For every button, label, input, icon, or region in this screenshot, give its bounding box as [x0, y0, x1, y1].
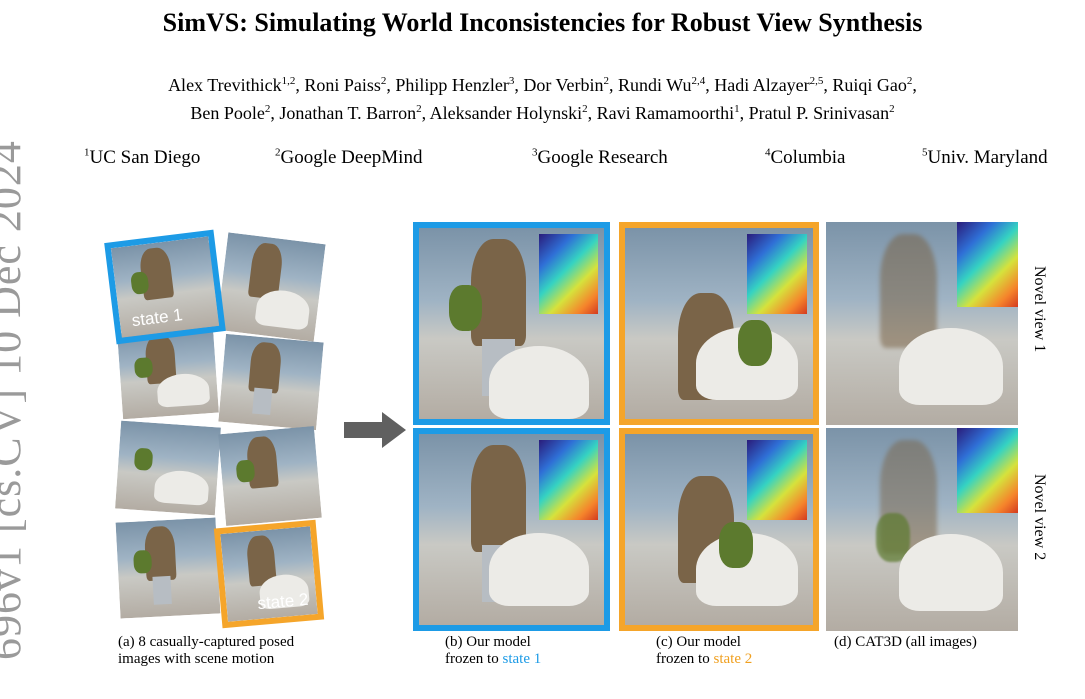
affiliation-1: 1UC San Diego [84, 146, 201, 168]
input-image-6 [218, 425, 322, 527]
caption-d: (d) CAT3D (all images) [834, 634, 977, 650]
author: Aleksander Holynski2, [429, 103, 597, 123]
depth-map-inset [956, 428, 1018, 514]
author-list-line-2: Ben Poole2, Jonathan T. Barron2, Aleksan… [0, 100, 1085, 126]
arrow-icon [344, 412, 406, 448]
caption-a: (a) 8 casually-captured posed images wit… [118, 634, 295, 667]
depth-map-inset [538, 234, 598, 315]
author-list-line-1: Alex Trevithick1,2, Roni Paiss2, Philipp… [0, 72, 1085, 98]
author: Ben Poole2, [190, 103, 280, 123]
input-image-4 [218, 333, 324, 431]
author: Dor Verbin2, [523, 75, 618, 95]
depth-map-inset [538, 440, 598, 521]
paper-title: SimVS: Simulating World Inconsistencies … [162, 8, 923, 37]
input-image-state-1: state 1 [104, 229, 226, 345]
author: Pratul P. Srinivasan2 [748, 103, 895, 123]
result-state1-view2 [413, 428, 610, 631]
depth-map-inset [746, 234, 807, 315]
author: Philipp Henzler3, [395, 75, 524, 95]
caption-c: (c) Our model frozen to state 2 [656, 634, 753, 667]
result-state2-view2 [619, 428, 819, 631]
author: Hadi Alzayer2,5, [714, 75, 833, 95]
affiliation-5: 5Univ. Maryland [922, 146, 1048, 168]
input-image-5 [115, 420, 221, 516]
depth-map-inset [956, 222, 1018, 308]
author: Ruiqi Gao2, [832, 75, 917, 95]
input-image-7 [115, 517, 221, 619]
author: Alex Trevithick1,2, [168, 75, 305, 95]
affiliation-2: 2Google DeepMind [275, 146, 423, 168]
result-state2-view1 [619, 222, 819, 425]
author: Roni Paiss2, [304, 75, 396, 95]
affiliation-4: 4Columbia [765, 146, 846, 168]
novel-view-1-label: Novel view 1 [1031, 266, 1048, 353]
cat3d-view2 [826, 428, 1018, 631]
author: Rundi Wu2,4, [618, 75, 715, 95]
result-state1-view1 [413, 222, 610, 425]
novel-view-2-label: Novel view 2 [1031, 474, 1048, 561]
input-image-state-2: state 2 [213, 519, 325, 629]
depth-map-inset [746, 440, 807, 521]
caption-b: (b) Our model frozen to state 1 [445, 634, 542, 667]
affiliation-3: 3Google Research [532, 146, 668, 168]
author: Ravi Ramamoorthi1, [596, 103, 749, 123]
input-image-2 [216, 232, 326, 342]
arxiv-stamp: 696v1 [cs.CV] 10 Dec 2024 [0, 140, 30, 660]
author: Jonathan T. Barron2, [279, 103, 430, 123]
cat3d-view1 [826, 222, 1018, 425]
